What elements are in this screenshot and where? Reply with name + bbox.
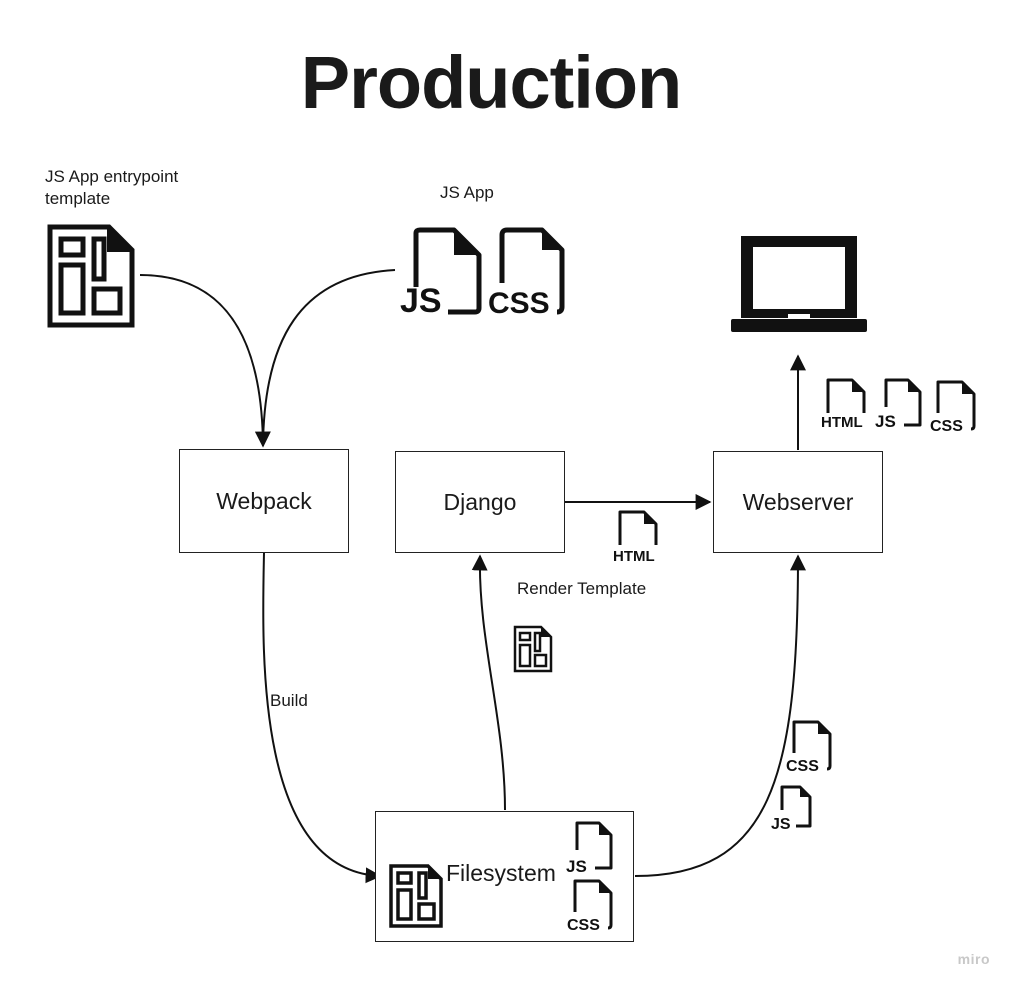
build-label: Build xyxy=(270,691,308,710)
webpack-node[interactable]: Webpack xyxy=(179,449,349,553)
template-icon xyxy=(47,224,135,328)
css-file-icon-served-tag: CSS xyxy=(786,758,819,775)
django-node[interactable]: Django xyxy=(395,451,565,553)
webpack-label: Webpack xyxy=(216,487,312,514)
js-app-label: JS App xyxy=(440,183,494,202)
js-file-icon-filesystem-tag: JS xyxy=(566,857,587,876)
html-file-icon-rendered-tag: HTML xyxy=(613,548,655,565)
filesystem-node[interactable]: Filesystem xyxy=(375,811,634,942)
render-template-label: Render Template xyxy=(517,579,647,598)
entrypoint-label-line2: template xyxy=(45,189,111,208)
entrypoint-label: JS App entrypoint template xyxy=(45,166,178,210)
page-title: Production xyxy=(300,41,683,124)
arrow-jsapp-to-webpack xyxy=(262,269,396,447)
css-file-icon-served: CSS xyxy=(786,720,832,775)
laptop-icon xyxy=(731,236,867,332)
arrow-filesystem-to-django xyxy=(471,554,506,811)
arrow-template-to-webpack xyxy=(139,274,271,448)
js-file-icon-output-tag: JS xyxy=(875,412,896,431)
css-file-icon-filesystem: CSS xyxy=(567,879,613,934)
html-file-icon-output-tag: HTML xyxy=(821,414,863,431)
css-file-icon-filesystem-tag: CSS xyxy=(567,917,600,934)
template-icon-filesystem xyxy=(389,864,443,928)
django-label: Django xyxy=(443,488,517,515)
css-file-icon-large-tag: CSS xyxy=(488,287,550,319)
css-file-icon-large: CSS xyxy=(488,227,565,319)
webserver-node[interactable]: Webserver xyxy=(713,451,883,553)
css-file-icon-output: CSS xyxy=(930,380,976,435)
html-file-icon-rendered: HTML xyxy=(613,510,658,565)
arrow-filesystem-to-webserver xyxy=(634,554,806,877)
js-file-icon-large-tag: JS xyxy=(400,282,442,317)
webserver-label: Webserver xyxy=(742,488,854,515)
filesystem-label: Filesystem xyxy=(446,860,556,886)
miro-logo: miro xyxy=(957,951,990,967)
entrypoint-label-line1: JS App entrypoint xyxy=(45,167,179,186)
js-file-icon-served-tag: JS xyxy=(771,816,791,833)
js-file-icon-filesystem: JS xyxy=(566,821,613,876)
html-file-icon-output: HTML xyxy=(821,378,866,431)
js-file-icon-output: JS xyxy=(875,378,922,431)
js-file-icon-large: JS xyxy=(400,227,482,317)
js-file-icon-served: JS xyxy=(771,785,812,833)
arrow-webpack-to-filesystem xyxy=(262,552,382,884)
template-icon-small xyxy=(513,625,553,673)
css-file-icon-output-tag: CSS xyxy=(930,418,963,435)
